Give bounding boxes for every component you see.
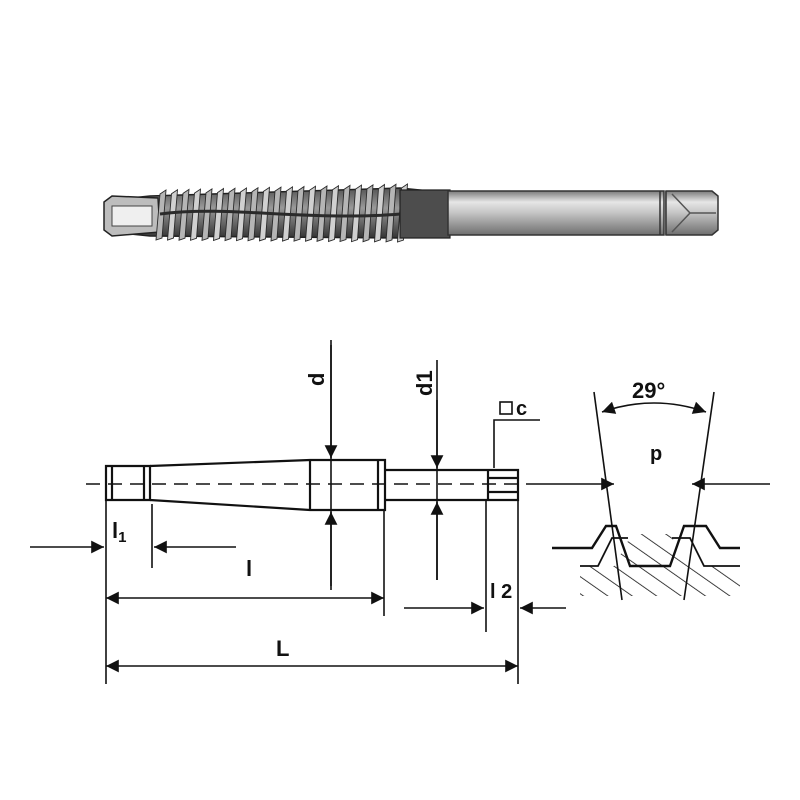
thread-tooth	[362, 183, 374, 243]
thread-tooth	[350, 184, 363, 243]
tap-neck	[399, 189, 451, 239]
label-p: p	[650, 443, 662, 465]
label-d1: d1	[412, 370, 437, 396]
tap-illustration	[103, 183, 719, 243]
thread-tooth	[247, 186, 259, 242]
thread-tooth	[224, 187, 236, 242]
thread-tooth	[178, 188, 190, 241]
thread-tooth	[212, 187, 225, 242]
label-l2: l 2	[490, 581, 512, 603]
square-symbol	[499, 401, 513, 415]
thread-tooth	[235, 187, 248, 242]
label-angle: 29°	[632, 378, 665, 403]
thread-tooth	[374, 183, 386, 243]
thread-tooth	[316, 185, 328, 242]
label-d: d	[304, 373, 329, 386]
label-l1: l1	[112, 518, 126, 546]
thread-tooth	[166, 188, 179, 241]
thread-tooth	[339, 184, 351, 243]
label-square: c	[516, 398, 527, 420]
thread-tooth	[189, 188, 202, 241]
label-L: L	[276, 636, 289, 661]
label-l: l	[246, 556, 252, 581]
thread-tooth	[385, 183, 397, 243]
thread-tooth	[304, 185, 317, 242]
thread-profile-detail: 29° p	[540, 378, 770, 601]
tap-shank	[447, 190, 665, 236]
extension-lines	[105, 340, 540, 684]
thread-tooth	[327, 184, 340, 243]
thread-tooth	[201, 187, 213, 242]
tap-technical-outline	[104, 458, 520, 512]
thread-flute	[159, 208, 441, 218]
thread-profile	[552, 524, 740, 568]
thread-teeth	[155, 183, 441, 243]
